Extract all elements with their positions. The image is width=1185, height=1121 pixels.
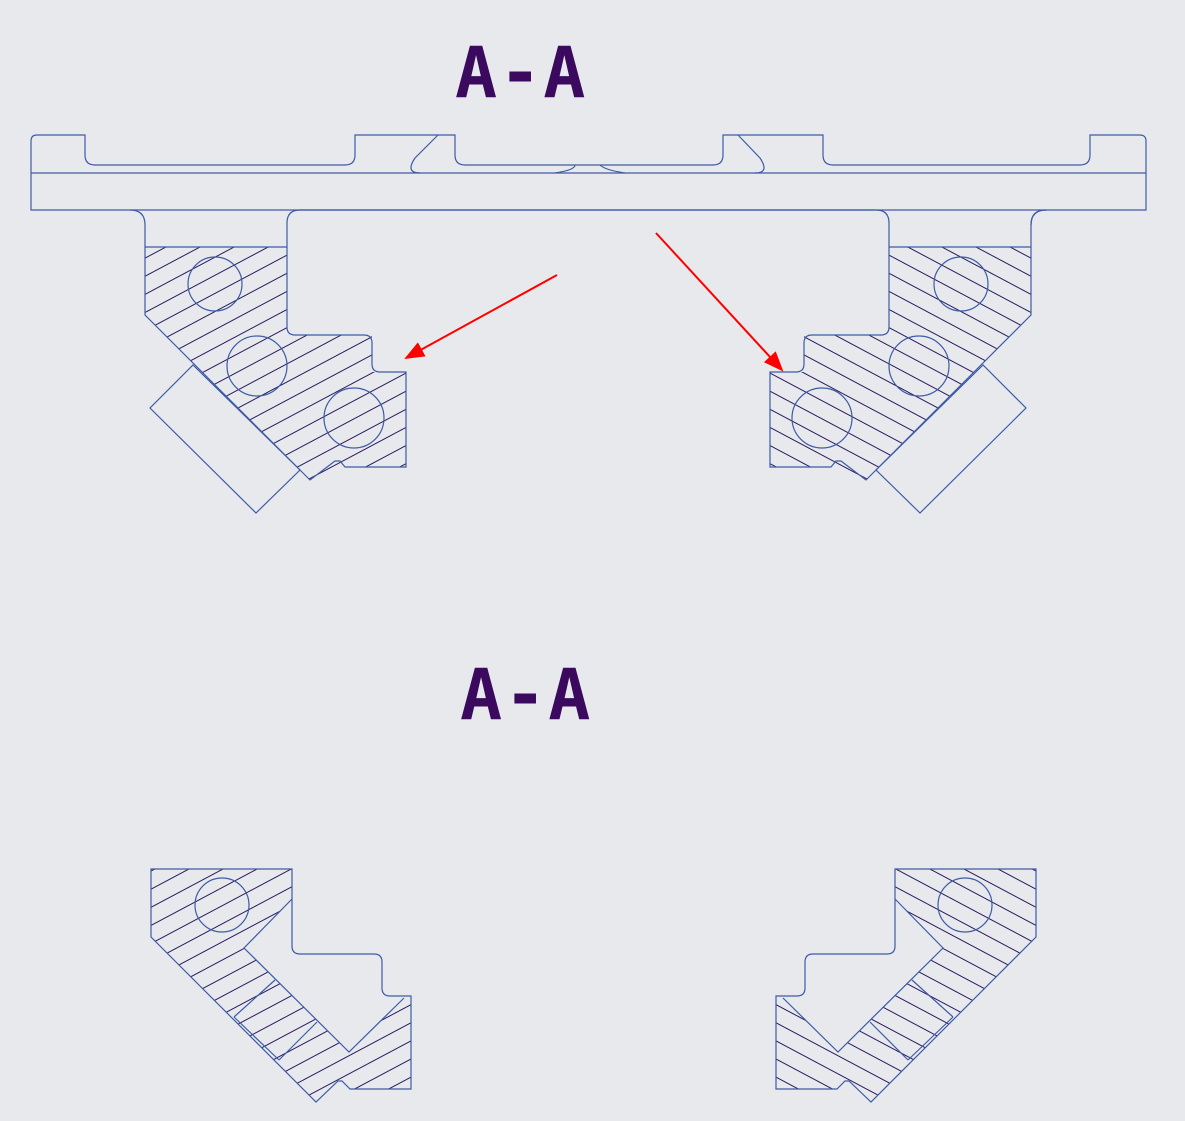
carriage-section-left bbox=[129, 209, 407, 514]
section-title-bottom: A-A bbox=[460, 654, 593, 736]
rail-profile bbox=[30, 134, 1147, 211]
red-arrow-left bbox=[404, 274, 558, 359]
red-arrow-right bbox=[655, 232, 784, 372]
section-title-top: A-A bbox=[455, 32, 588, 114]
carriage-section-right bbox=[769, 209, 1047, 514]
block-section-left bbox=[150, 868, 412, 1103]
block-section-right bbox=[775, 868, 1037, 1103]
